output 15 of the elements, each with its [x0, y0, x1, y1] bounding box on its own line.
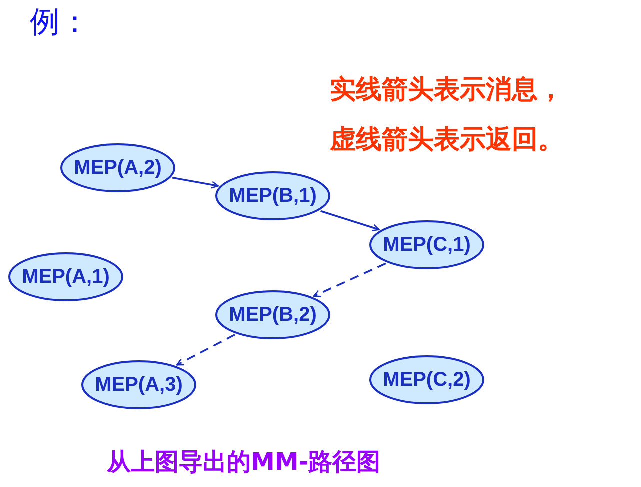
ellipse-node: MEP(C,2) [369, 355, 485, 405]
arrow [320, 210, 380, 232]
note-text: 实线箭头表示消息， [330, 74, 564, 107]
caption: 从上图导出的MM-路径图 [107, 447, 381, 478]
ellipse-node: MEP(B,1) [215, 171, 331, 221]
arrow [172, 176, 220, 189]
note-text: 虚线箭头表示返回。 [330, 124, 564, 157]
ellipse-node: MEP(A,1) [8, 252, 124, 302]
ellipse-node: MEP(B,2) [215, 290, 331, 340]
ellipse-node: MEP(C,1) [369, 220, 485, 270]
arrow [313, 262, 386, 298]
title: 例： [30, 4, 90, 42]
ellipse-node: MEP(A,3) [81, 360, 197, 410]
ellipse-node: MEP(A,2) [60, 143, 176, 193]
arrow [176, 334, 236, 366]
